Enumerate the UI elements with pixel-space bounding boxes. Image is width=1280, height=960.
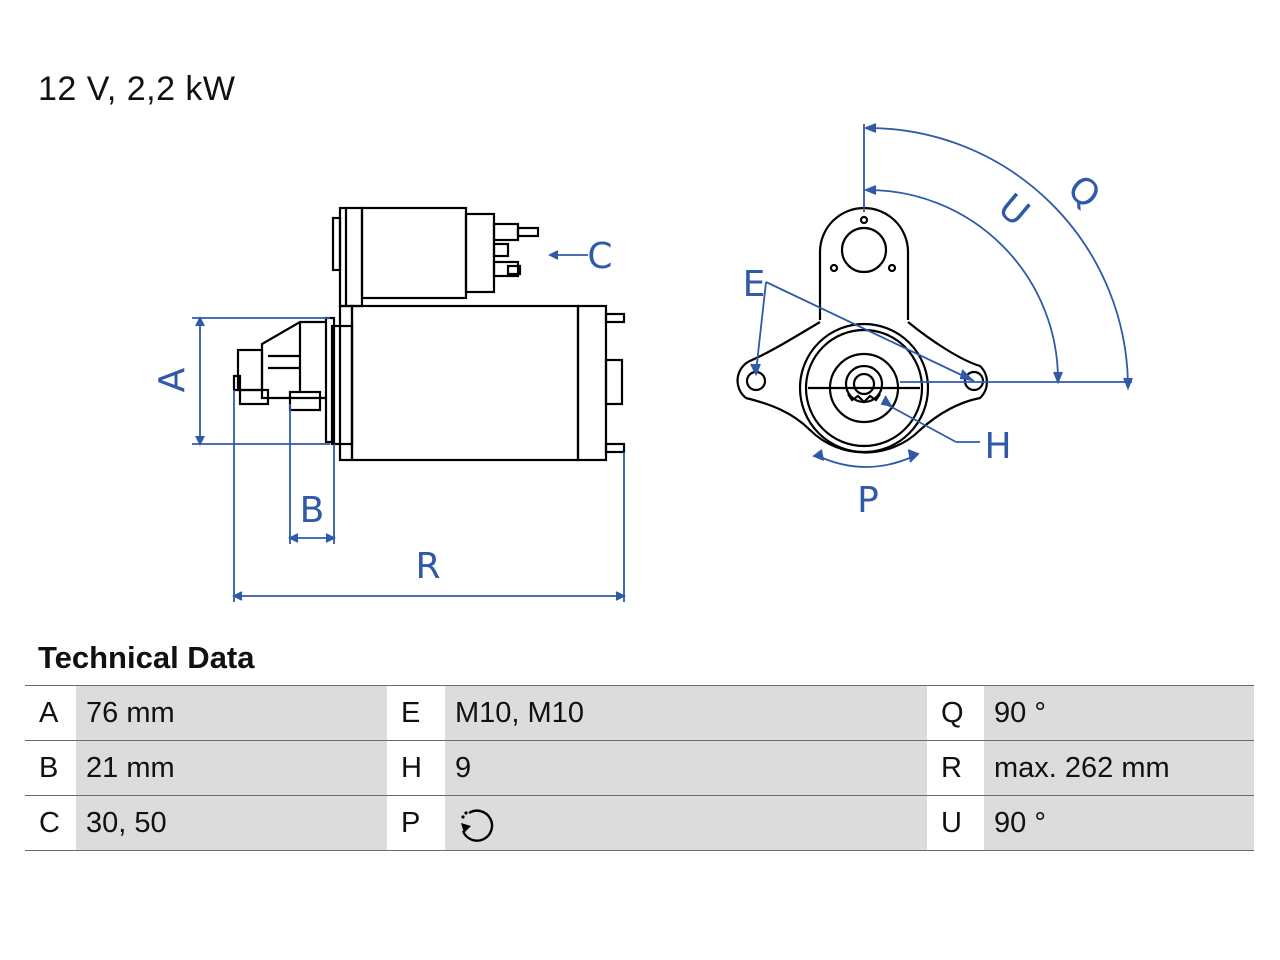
param-key-r: R — [927, 740, 984, 796]
rotation-direction-icon — [461, 809, 494, 842]
dim-label-h: H — [984, 426, 1011, 467]
dim-label-c: C — [587, 236, 612, 277]
product-title: 12 V, 2,2 kW — [38, 70, 236, 108]
param-value-r: max. 262 mm — [984, 740, 1254, 796]
table-row: C 30, 50 P U 90 ° — [25, 795, 1254, 851]
param-key-a: A — [25, 685, 76, 741]
side-view — [232, 206, 626, 462]
dim-label-b: B — [300, 490, 325, 531]
technical-data-title: Technical Data — [38, 640, 255, 675]
front-view — [736, 206, 988, 454]
dim-label-u: U — [990, 186, 1037, 234]
front-view-dimensions — [750, 123, 1133, 468]
param-key-p: P — [387, 795, 445, 851]
technical-data-table: A 76 mm E M10, M10 Q 90 ° B 21 mm H 9 R … — [25, 685, 1254, 851]
side-view-labels: A B C R — [152, 236, 613, 587]
param-key-e: E — [387, 685, 445, 741]
param-key-h: H — [387, 740, 445, 796]
dim-label-a: A — [152, 367, 193, 392]
side-view-dimensions — [192, 250, 627, 602]
starter-motor-drawing: A B C R — [152, 123, 1133, 602]
param-value-c: 30, 50 — [76, 795, 387, 851]
dim-label-p: P — [857, 480, 879, 521]
param-key-c: C — [25, 795, 76, 851]
param-value-b: 21 mm — [76, 740, 387, 796]
front-view-labels: E H P Q U — [743, 168, 1108, 521]
dim-label-q: Q — [1060, 168, 1108, 218]
param-key-q: Q — [927, 685, 984, 741]
param-key-u: U — [927, 795, 984, 851]
param-value-h: 9 — [445, 740, 927, 796]
param-value-u: 90 ° — [984, 795, 1254, 851]
table-row: A 76 mm E M10, M10 Q 90 ° — [25, 685, 1254, 741]
param-value-p — [445, 795, 927, 851]
param-key-b: B — [25, 740, 76, 796]
dim-label-r: R — [415, 546, 440, 587]
param-value-q: 90 ° — [984, 685, 1254, 741]
dim-label-e: E — [743, 264, 766, 305]
table-row: B 21 mm H 9 R max. 262 mm — [25, 740, 1254, 796]
param-value-e: M10, M10 — [445, 685, 927, 741]
param-value-a: 76 mm — [76, 685, 387, 741]
